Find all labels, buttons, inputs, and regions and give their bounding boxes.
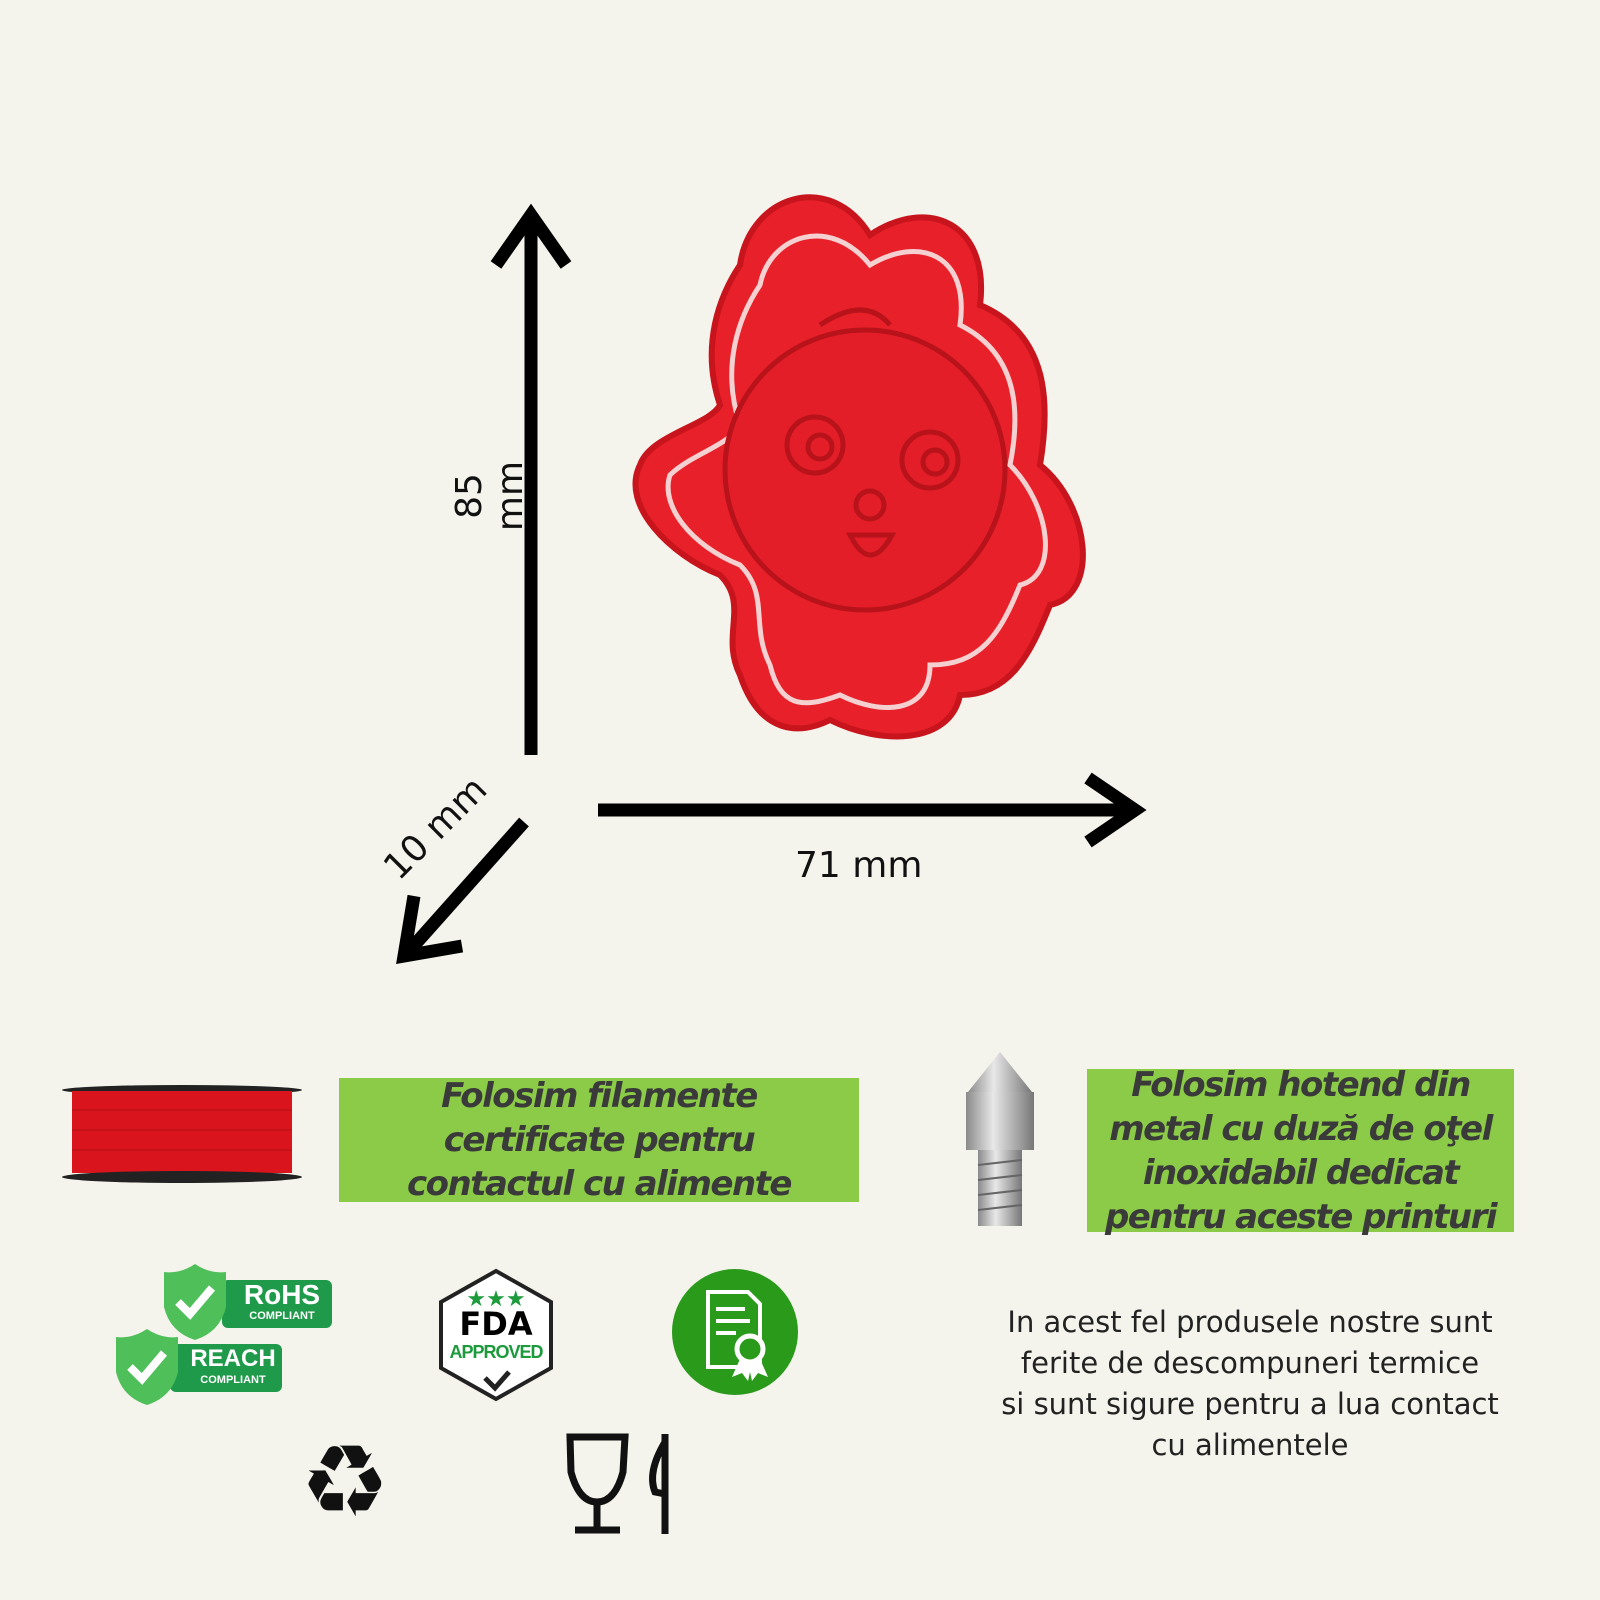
nozzle-image [966, 1052, 1034, 1226]
rohs-sub-label: COMPLIANT [249, 1310, 315, 1322]
reach-label: REACH [190, 1345, 276, 1372]
fda-hexagon-icon: ★★★ [439, 1268, 553, 1402]
shield-check-icon [116, 1329, 178, 1405]
food-safe-icon [566, 1433, 669, 1534]
width-arrowhead [1084, 772, 1147, 848]
shield-check-icon [164, 1264, 226, 1340]
height-arrowhead [490, 203, 572, 269]
reach-badge: REACH COMPLIANT [170, 1344, 282, 1392]
cookie-cutter-image [632, 194, 1086, 740]
depth-arrowhead [396, 894, 464, 964]
fda-approved-badge: ★★★ FDA APPROVED [437, 1268, 555, 1402]
rohs-label: RoHS [243, 1279, 321, 1310]
note-line: In acest fel produsele nostre sunt [1007, 1305, 1493, 1339]
rohs-badge: RoHS COMPLIANT [222, 1280, 332, 1328]
safety-note: In acest fel produsele nostre sunt ferit… [1000, 1302, 1500, 1466]
filament-info-text: Folosim filamente certificate pentru con… [407, 1076, 792, 1204]
height-label: 85 mm [449, 460, 531, 532]
reach-sub-label: COMPLIANT [200, 1374, 266, 1386]
compliance-badges: RoHS COMPLIANT REACH COMPLIANT [112, 1262, 332, 1412]
certificate-icon [672, 1269, 798, 1395]
filament-info-box: Folosim filamente certificate pentru con… [339, 1076, 859, 1204]
depth-arrow [405, 817, 529, 955]
fda-sub-label: APPROVED [449, 1342, 543, 1362]
recycle-icon: ♻ [300, 1426, 390, 1538]
hotend-info-text: Folosim hotend din metal cu duză de oţel… [1104, 1064, 1498, 1237]
filament-spool-image [62, 1085, 302, 1183]
note-line: ferite de descompuneri termice [1020, 1346, 1480, 1380]
note-line: cu alimentele [1151, 1428, 1349, 1462]
svg-text:★★★: ★★★ [466, 1286, 525, 1311]
width-label: 71 mm [795, 845, 923, 886]
hotend-info-box: Folosim hotend din metal cu duză de oţel… [1087, 1065, 1514, 1237]
fda-label: FDA [459, 1305, 533, 1343]
note-line: si sunt sigure pentru a lua contact [1001, 1387, 1499, 1421]
dimension-arrows [396, 203, 1147, 964]
